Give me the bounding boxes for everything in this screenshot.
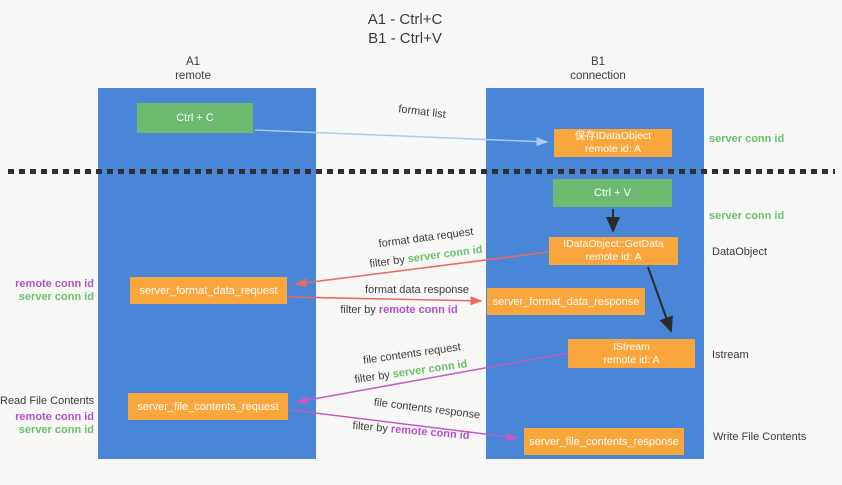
file-contents-response-label: file contents response <box>373 396 481 422</box>
server-conn-id-text: server conn id <box>407 243 484 266</box>
istream-node: IStream remote id: A <box>568 339 695 368</box>
server-conn-id-side-label-top: server conn id <box>709 133 785 145</box>
istream-line1: IStream <box>613 340 650 353</box>
column-a-name: A1 <box>185 56 201 68</box>
format-data-response-label: format data response <box>365 284 469 296</box>
server-file-contents-response-node: server_file_contents_response <box>524 428 684 455</box>
remote-conn-id-text: remote conn id <box>378 304 458 316</box>
title-line-2: B1 - Ctrl+V <box>368 30 442 47</box>
istream-line2: remote id: A <box>603 353 660 366</box>
ctrl-v-node: Ctrl + V <box>553 179 672 207</box>
format-data-response-arrow <box>288 296 483 306</box>
ctrl-v-label: Ctrl + V <box>594 187 631 199</box>
dataobject-side-label: DataObject <box>712 246 768 258</box>
read-file-contents-label: Read File Contents <box>0 395 95 407</box>
server-conn-id-text: server conn id <box>391 358 469 381</box>
column-a-role: remote <box>175 69 211 82</box>
server-file-contents-request-label: server_file_contents_request <box>137 400 279 413</box>
remote-conn-id-left-label: remote conn id <box>15 278 94 290</box>
server-file-contents-request-node: server_file_contents_request <box>128 393 288 420</box>
title-line-1: A1 - Ctrl+C <box>367 11 443 28</box>
column-header-b1: B1 connection <box>538 56 658 83</box>
conn-id-pair-bottom: remote conn id server conn id <box>0 411 94 437</box>
filter-by-text: filter by <box>353 368 394 386</box>
remote-conn-id-text: remote conn id <box>390 423 470 443</box>
diagram-title: A1 - Ctrl+C B1 - Ctrl+V <box>290 10 520 48</box>
server-format-data-request-node: server_format_data_request <box>130 277 287 304</box>
server-format-data-request-label: server_format_data_request <box>139 284 278 297</box>
idataobject-getdata-node: IDataObject::GetData remote id: A <box>549 237 678 265</box>
format-list-label: format list <box>397 103 447 121</box>
getdata-line1: IDataObject::GetData <box>563 238 664 250</box>
save-idataobject-line1: 保存IDataObject <box>574 130 652 142</box>
server-conn-id-left-label: server conn id <box>18 424 94 436</box>
server-format-data-response-label: server_format_data_response <box>492 295 640 308</box>
remote-conn-id-left-label: remote conn id <box>15 411 94 423</box>
save-idataobject-node: 保存IDataObject remote id: A <box>554 129 672 157</box>
server-conn-id-left-label: server conn id <box>18 291 94 303</box>
filter-by-text: filter by <box>340 304 379 316</box>
column-header-a1: A1 remote <box>133 56 253 83</box>
write-file-contents-label: Write File Contents <box>713 431 807 443</box>
column-b-role: connection <box>570 69 626 82</box>
column-b-name: B1 <box>590 56 606 68</box>
server-conn-id-side-label-mid: server conn id <box>709 210 785 222</box>
save-idataobject-line2: remote id: A <box>584 143 642 155</box>
ctrl-c-label: Ctrl + C <box>176 112 214 124</box>
server-file-contents-response-label: server_file_contents_response <box>529 435 679 448</box>
file-contents-response-filter-label: filter by remote conn id <box>333 418 489 444</box>
filter-by-text: filter by <box>368 253 409 271</box>
conn-id-pair-top: remote conn id server conn id <box>0 278 94 304</box>
filter-by-text: filter by <box>352 419 392 436</box>
phase-separator-dashed-line <box>8 169 835 174</box>
format-data-response-filter-label: filter by remote conn id <box>324 304 474 316</box>
server-format-data-response-node: server_format_data_response <box>487 288 645 315</box>
ctrl-c-node: Ctrl + C <box>137 103 253 133</box>
getdata-line2: remote id: A <box>585 251 642 263</box>
istream-side-label: Istream <box>712 349 749 361</box>
